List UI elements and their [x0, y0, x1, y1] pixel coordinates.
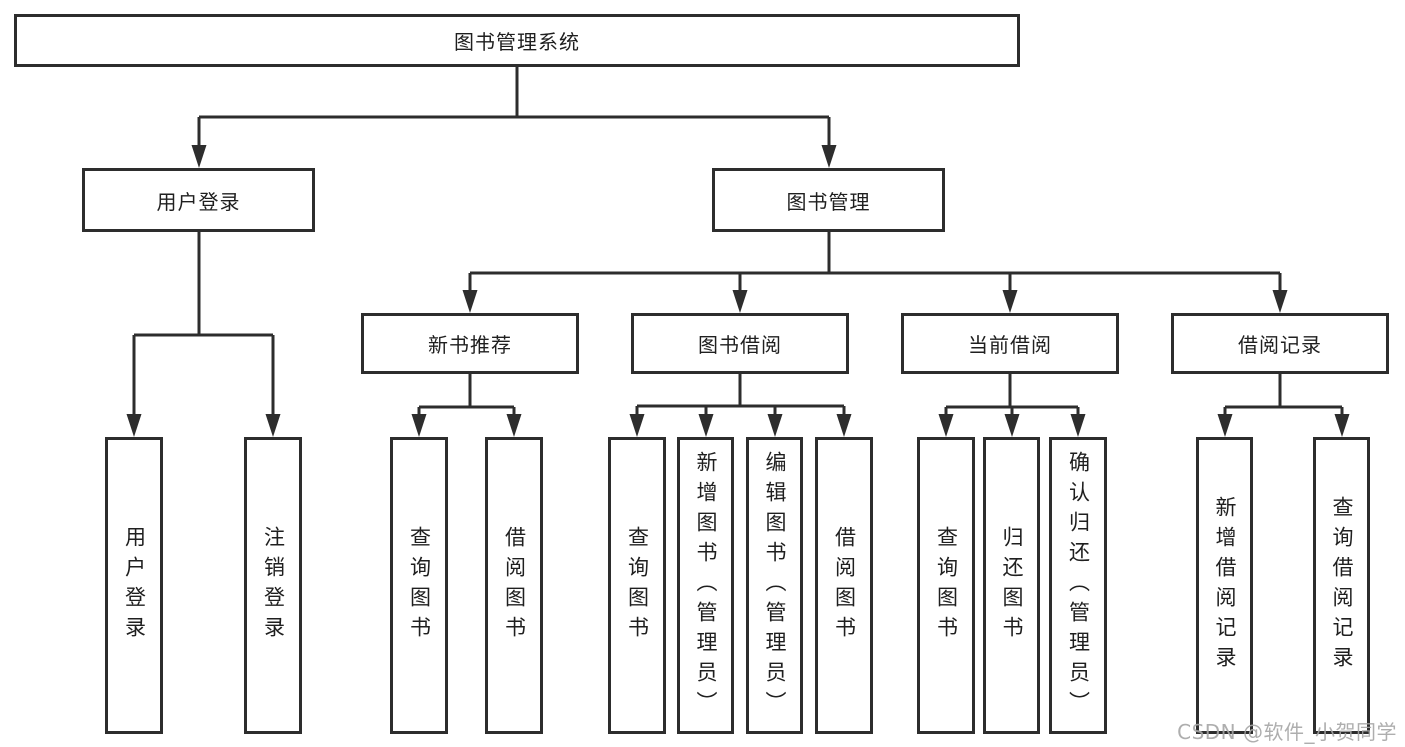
leaf-user-login: 用户登录: [105, 437, 163, 734]
node-label: 查询图书: [407, 525, 432, 646]
leaf-cb-query-book: 查询图书: [917, 437, 975, 734]
node-user-login: 用户登录: [82, 168, 315, 232]
leaf-nb-query-book: 查询图书: [390, 437, 448, 734]
node-library-management-system: 图书管理系统: [14, 14, 1020, 67]
node-label: 图书管理: [786, 189, 871, 214]
node-label: 用户登录: [122, 525, 147, 646]
node-new-book-recommend: 新书推荐: [361, 313, 579, 374]
node-borrowing-records: 借阅记录: [1171, 313, 1389, 374]
leaf-cb-confirm-return-admin: 确认归还（管理员）: [1049, 437, 1107, 734]
node-label: 查询借阅记录: [1330, 495, 1354, 676]
node-label: 编辑图书（管理员）: [763, 450, 787, 721]
node-label: 借阅图书: [502, 525, 527, 646]
node-label: 借阅图书: [832, 525, 857, 646]
leaf-logout-login: 注销登录: [244, 437, 302, 734]
node-label: 新增借阅记录: [1213, 495, 1237, 676]
node-label: 查询图书: [934, 525, 959, 646]
leaf-bb-query-book: 查询图书: [608, 437, 666, 734]
node-label: 查询图书: [625, 525, 650, 646]
leaf-br-query-borrow-record: 查询借阅记录: [1313, 437, 1370, 734]
node-label: 确认归还（管理员）: [1066, 450, 1091, 721]
node-label: 借阅记录: [1238, 333, 1322, 357]
node-current-borrowing: 当前借阅: [901, 313, 1119, 374]
leaf-bb-borrow-book: 借阅图书: [815, 437, 873, 734]
arrowheads: [126, 145, 1350, 437]
node-book-borrowing: 图书借阅: [631, 313, 849, 374]
node-label: 归还图书: [1000, 525, 1024, 646]
node-label: 新书推荐: [428, 333, 512, 357]
node-label: 图书管理系统: [454, 30, 580, 54]
leaf-nb-borrow-book: 借阅图书: [485, 437, 543, 734]
node-label: 当前借阅: [968, 333, 1052, 357]
csdn-watermark: CSDN @软件_小贺同学: [1177, 720, 1397, 744]
node-label: 图书借阅: [698, 333, 782, 357]
leaf-bb-edit-book-admin: 编辑图书（管理员）: [746, 437, 803, 734]
node-book-management: 图书管理: [712, 168, 945, 232]
node-label: 新增图书（管理员）: [694, 450, 718, 721]
tree-edges: [132, 67, 1344, 415]
node-label: 注销登录: [261, 525, 286, 646]
leaf-cb-return-book: 归还图书: [983, 437, 1040, 734]
leaf-br-add-borrow-record: 新增借阅记录: [1196, 437, 1253, 734]
node-label: 用户登录: [156, 189, 241, 214]
leaf-bb-add-book-admin: 新增图书（管理员）: [677, 437, 734, 734]
